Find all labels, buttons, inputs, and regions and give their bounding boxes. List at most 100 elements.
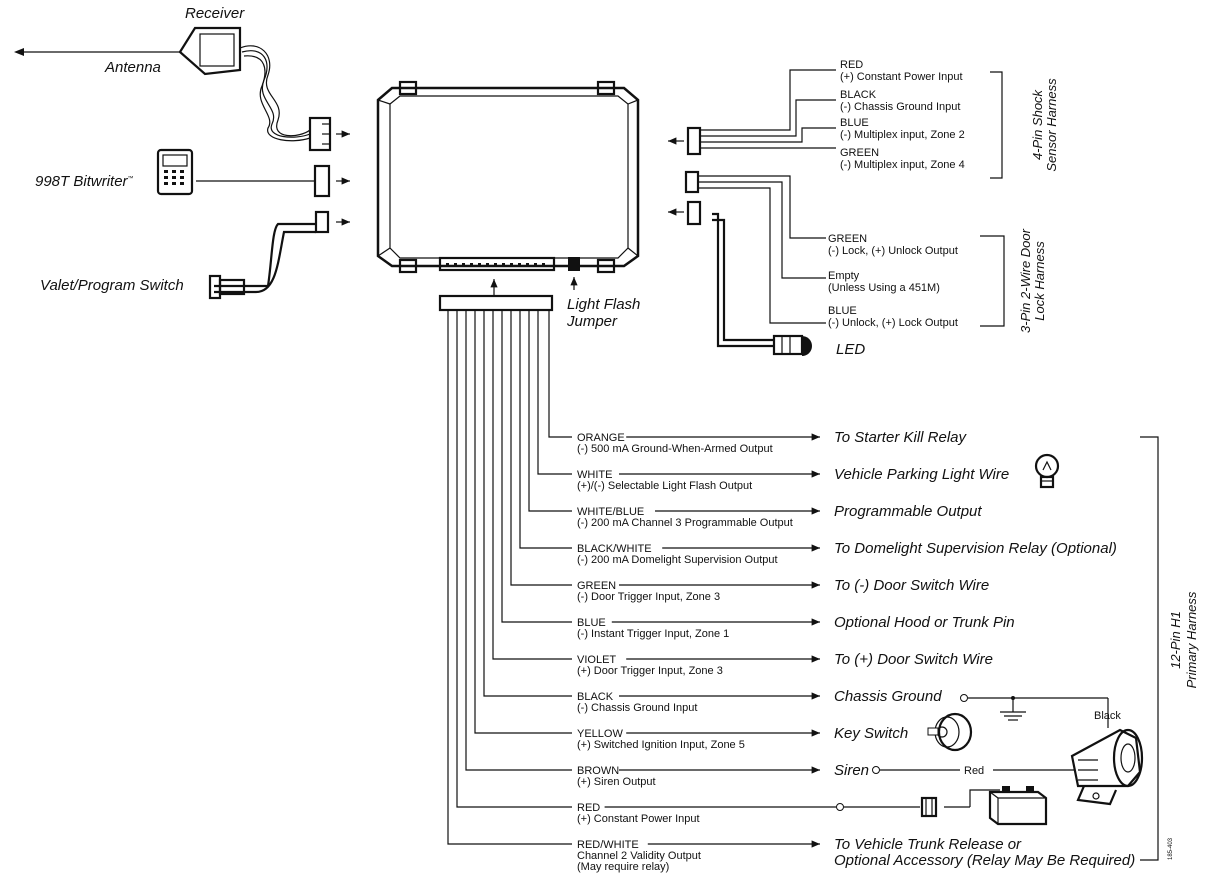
wire-destination: To (+) Door Switch Wire <box>834 651 993 668</box>
primary-harness-plug <box>438 294 554 312</box>
wire-destination: To (-) Door Switch Wire <box>834 577 989 594</box>
lock-harness-subtitle: Lock Harness <box>1032 241 1047 321</box>
wire-desc: (-) 200 mA Channel 3 Programmable Output <box>577 517 793 529</box>
wire-desc: Channel 2 Validity Output <box>577 850 701 862</box>
wire-line <box>528 310 572 512</box>
door-lock-harness: GREEN(-) Lock, (+) Unlock OutputEmpty(Un… <box>684 170 1047 333</box>
led-icon <box>772 334 804 356</box>
wire-line <box>483 310 572 697</box>
wire-desc: (+) Door Trigger Input, Zone 3 <box>577 665 723 677</box>
wire-line <box>456 310 572 808</box>
wire-line <box>519 310 572 549</box>
wire-color: BLACK/WHITE <box>577 543 652 555</box>
primary-wire-4: BLACK/WHITE(-) 200 mA Domelight Supervis… <box>519 310 1117 566</box>
primary-wire-11: RED(+) Constant Power Input <box>456 310 836 825</box>
siren-wiring: Red <box>836 765 1074 811</box>
receiver-icon <box>178 26 242 76</box>
lock-wire-color: GREEN <box>828 233 867 245</box>
primary-wire-9: YELLOW(+) Switched Ignition Input, Zone … <box>474 310 908 751</box>
wire-desc: (+) Switched Ignition Input, Zone 5 <box>577 739 745 751</box>
bitwriter-label: 998T Bitwriter™ <box>35 173 134 190</box>
battery-icon <box>988 786 1048 826</box>
wire-destination: Optional Hood or Trunk Pin <box>834 614 1015 631</box>
primary-harness-subtitle: Primary Harness <box>1184 591 1199 688</box>
lock-wire-desc: (-) Unlock, (+) Lock Output <box>828 317 958 329</box>
wire-desc: (-) Door Trigger Input, Zone 3 <box>577 591 720 603</box>
siren-icon <box>1070 728 1144 806</box>
wire-color: YELLOW <box>577 728 623 740</box>
shock-wire-desc: (-) Multiplex input, Zone 4 <box>840 159 965 171</box>
primary-wire-2: WHITE(+)/(-) Selectable Light Flash Outp… <box>537 310 1009 492</box>
primary-wire-8: BLACK(-) Chassis Ground Input Chassis Gro… <box>483 310 942 714</box>
wire-destination: To Domelight Supervision Relay (Optional… <box>834 540 1117 557</box>
wire-desc-2: (May require relay) <box>577 861 669 873</box>
wire-desc: (-) 500 mA Ground-When-Armed Output <box>577 443 773 455</box>
shock-wire-desc: (-) Chassis Ground Input <box>840 101 960 113</box>
primary-wire-6: BLUE(-) Instant Trigger Input, Zone 1Opt… <box>501 310 1015 640</box>
primary-wire-10: BROWN(+) Siren Output Siren <box>465 310 869 788</box>
wire-destination-2: Optional Accessory (Relay May Be Require… <box>834 852 1135 869</box>
wire-line <box>548 310 572 438</box>
wire-desc: (-) Instant Trigger Input, Zone 1 <box>577 628 729 640</box>
primary-harness-title: 12-Pin H1 <box>1168 611 1183 669</box>
wire-destination: Key Switch <box>834 725 908 742</box>
primary-wire-7: VIOLET(+) Door Trigger Input, Zone 3 To (… <box>492 310 993 677</box>
wire-line <box>510 310 572 586</box>
wire-color: BROWN <box>577 765 619 777</box>
shock-wire-desc: (+) Constant Power Input <box>840 71 963 83</box>
wire-destination: To Vehicle Trunk Release or <box>834 836 1022 853</box>
wire-destination: Siren <box>834 762 869 779</box>
wire-desc: (+) Siren Output <box>577 776 656 788</box>
led-label: LED <box>836 341 865 358</box>
wire-line <box>501 310 572 623</box>
wire-line <box>465 310 572 771</box>
wire-color: GREEN <box>577 580 616 592</box>
wire-desc: (-) Chassis Ground Input <box>577 702 697 714</box>
primary-wire-5: GREEN(-) Door Trigger Input, Zone 3 To (-… <box>510 310 989 603</box>
lock-wire-desc: (-) Lock, (+) Unlock Output <box>828 245 958 257</box>
wire-destination: To Starter Kill Relay <box>834 429 967 446</box>
wire-color: BLACK <box>577 691 614 703</box>
key-switch-icon <box>927 712 973 752</box>
primary-wire-3: WHITE/BLUE(-) 200 mA Channel 3 Programma… <box>528 310 982 529</box>
light-flash-jumper <box>568 257 580 271</box>
shock-wire-desc: (-) Multiplex input, Zone 2 <box>840 129 965 141</box>
shock-harness-subtitle: Sensor Harness <box>1044 78 1059 172</box>
wire-desc: (+)/(-) Selectable Light Flash Output <box>577 480 752 492</box>
wire-destination: Programmable Output <box>834 503 982 520</box>
shock-wire-color: BLUE <box>840 117 869 129</box>
black-wire-label: Black <box>1094 710 1121 722</box>
bitwriter: 998T Bitwriter™ <box>35 148 350 198</box>
shock-wire-color: RED <box>840 59 863 71</box>
primary-wire-1: ORANGE(-) 500 mA Ground-When-Armed Outpu… <box>548 310 967 455</box>
figure-code: 185-403 <box>1168 837 1174 860</box>
primary-harness: ORANGE(-) 500 mA Ground-When-Armed Outpu… <box>438 294 1199 873</box>
wire-color: RED/WHITE <box>577 839 639 851</box>
wire-destination: Chassis Ground <box>834 688 942 705</box>
receiver-label: Receiver <box>185 5 245 22</box>
wire-color: WHITE/BLUE <box>577 506 644 518</box>
wire-destination: Vehicle Parking Light Wire <box>834 466 1009 483</box>
receiver-connector <box>308 116 350 152</box>
shock-harness-title: 4-Pin Shock <box>1030 88 1045 160</box>
bitwriter-icon <box>156 148 194 196</box>
control-module: Light Flash Jumper <box>376 80 640 330</box>
antenna-label: Antenna <box>104 59 161 76</box>
lock-harness-title: 3-Pin 2-Wire Door <box>1018 228 1033 333</box>
wire-line <box>474 310 572 734</box>
wire-desc: (+) Constant Power Input <box>577 813 700 825</box>
light-flash-label: Light Flash <box>567 296 640 313</box>
shock-wire-color: BLACK <box>840 89 877 101</box>
wire-color: ORANGE <box>577 432 625 444</box>
shock-wire-color: GREEN <box>840 147 879 159</box>
fuse-icon <box>920 796 938 818</box>
lock-wire-desc: (Unless Using a 451M) <box>828 282 940 294</box>
jumper-label: Jumper <box>566 313 618 330</box>
led-assembly: LED <box>668 200 865 358</box>
red-wire-label: Red <box>964 765 984 777</box>
wire-line <box>537 310 572 475</box>
wire-color: VIOLET <box>577 654 616 666</box>
